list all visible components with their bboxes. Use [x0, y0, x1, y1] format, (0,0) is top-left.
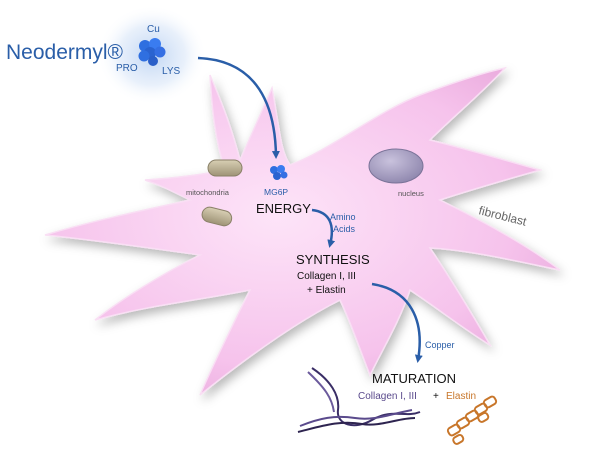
nucleus	[368, 148, 424, 184]
fibroblast-cell-body	[44, 66, 561, 396]
maturation-label: MATURATION	[372, 371, 456, 386]
mitochondria-label: mitochondria	[186, 188, 230, 197]
elastin-fiber-icon	[446, 395, 498, 445]
mitochondrion-1	[207, 159, 243, 177]
energy-label: ENERGY	[256, 201, 311, 216]
arrow-energy-to-synthesis	[311, 208, 336, 248]
collagen-fiber-icon	[297, 367, 421, 433]
neodermyl-molecule-icon	[138, 38, 166, 66]
mitochondrion-2	[201, 206, 233, 227]
arrow-neodermyl-to-mg6p	[197, 56, 280, 159]
maturation-plus-label: +	[433, 391, 439, 402]
mg6p-molecule-icon	[270, 165, 288, 180]
maturation-elastin-label: Elastin	[446, 391, 476, 402]
synthesis-label: SYNTHESIS	[296, 252, 370, 267]
brand-name: Neodermyl®	[6, 41, 124, 64]
molecule-label-cu: Cu	[147, 24, 160, 35]
amino-acids-label-line2: Acids	[333, 224, 356, 234]
molecule-label-lys: LYS	[162, 66, 180, 77]
synthesis-product-elastin: + Elastin	[307, 285, 346, 296]
molecule-label-pro: PRO	[116, 63, 138, 74]
nucleus-label: nucleus	[398, 189, 424, 198]
amino-acids-label-line1: Amino	[330, 212, 356, 222]
arrow-synthesis-to-maturation	[371, 282, 423, 363]
mg6p-label: MG6P	[264, 187, 288, 197]
copper-label: Copper	[425, 340, 455, 350]
maturation-collagen-label: Collagen I, III	[358, 391, 417, 402]
synthesis-product-collagen: Collagen I, III	[297, 271, 356, 282]
